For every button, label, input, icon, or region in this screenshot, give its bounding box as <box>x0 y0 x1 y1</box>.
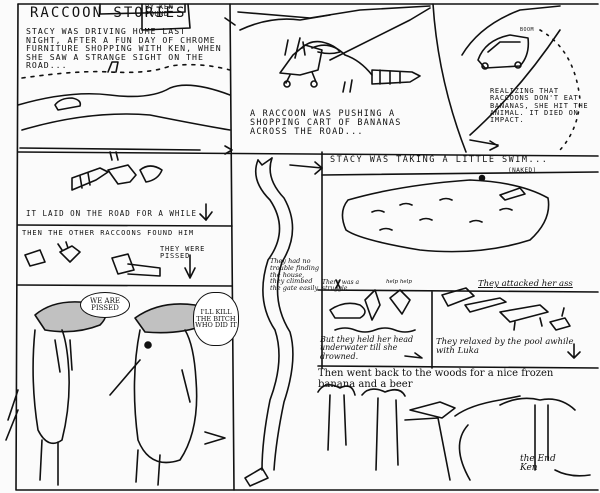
panel-10-top-caption: There was a struggle <box>322 279 360 293</box>
speech-bubble-2: I'll kill the bitch who did it <box>193 292 239 346</box>
panel-12-caption: Then went back to the woods for a nice f… <box>318 368 554 390</box>
panel-3-caption: Realizing that raccoons don't eat banana… <box>490 87 589 125</box>
speech-bubble-1-text: We are pissed <box>90 296 120 312</box>
panel-borders <box>15 3 599 491</box>
panel-7-caption: They had no trouble finding the house, t… <box>270 257 320 293</box>
panel-8-caption: Stacy was taking a little swim... <box>330 155 549 165</box>
comic-title: Raccoon Stories <box>30 5 187 21</box>
speech-bubble-2-text: I'll kill the bitch who did it <box>195 307 237 330</box>
comic-byline: by Ken Pound <box>145 3 174 19</box>
signature: the End Ken <box>520 454 556 474</box>
panel-10-sfx: help help <box>386 279 412 285</box>
panel-5-caption: Then the other raccoons found him <box>22 229 195 237</box>
panel-9-caption: They attacked her ass <box>478 279 573 289</box>
panel-8-aside: (naked) <box>508 167 537 174</box>
panel-3-sfx: Boom <box>520 27 535 33</box>
panel-5-sub-caption: They were pissed <box>160 245 206 261</box>
panel-2-caption: A raccoon was pushing a shopping cart of… <box>250 109 402 137</box>
panel-11-caption: They relaxed by the pool awhile with Luk… <box>436 337 574 356</box>
panel-10-caption: But they held her head underwater till s… <box>320 335 414 361</box>
panel-4-caption: It laid on the road for a while <box>26 209 197 218</box>
panel-1-caption: Stacy was driving home last night, after… <box>26 26 222 71</box>
speech-bubble-1: We are pissed <box>80 292 130 318</box>
